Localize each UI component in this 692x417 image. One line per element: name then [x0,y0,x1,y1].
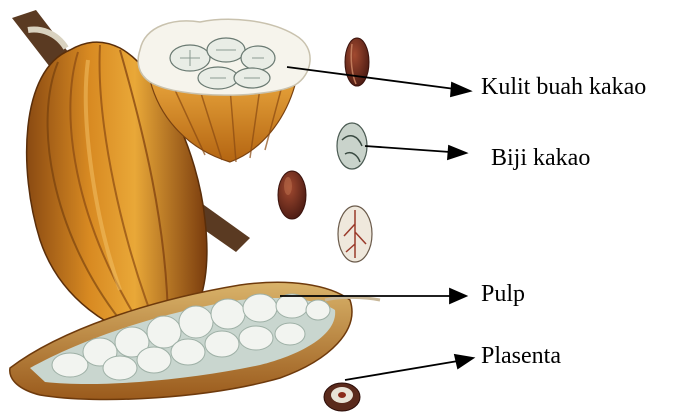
seed-cross-section [337,123,367,169]
seed-whole-top [345,38,369,86]
label-biji-kakao: Biji kakao [491,146,590,170]
arrow-biji [365,146,466,159]
label-pulp: Pulp [481,282,525,306]
seed-bottom [324,383,360,411]
arrow-kulit [287,67,470,96]
arrow-plasenta [345,355,473,380]
seed-longitudinal-section [338,206,372,262]
label-plasenta: Plasenta [481,344,561,368]
label-kulit-buah-kakao: Kulit buah kakao [481,75,646,99]
seed-whole-middle [278,171,306,219]
open-pod-with-pulp [10,282,380,399]
